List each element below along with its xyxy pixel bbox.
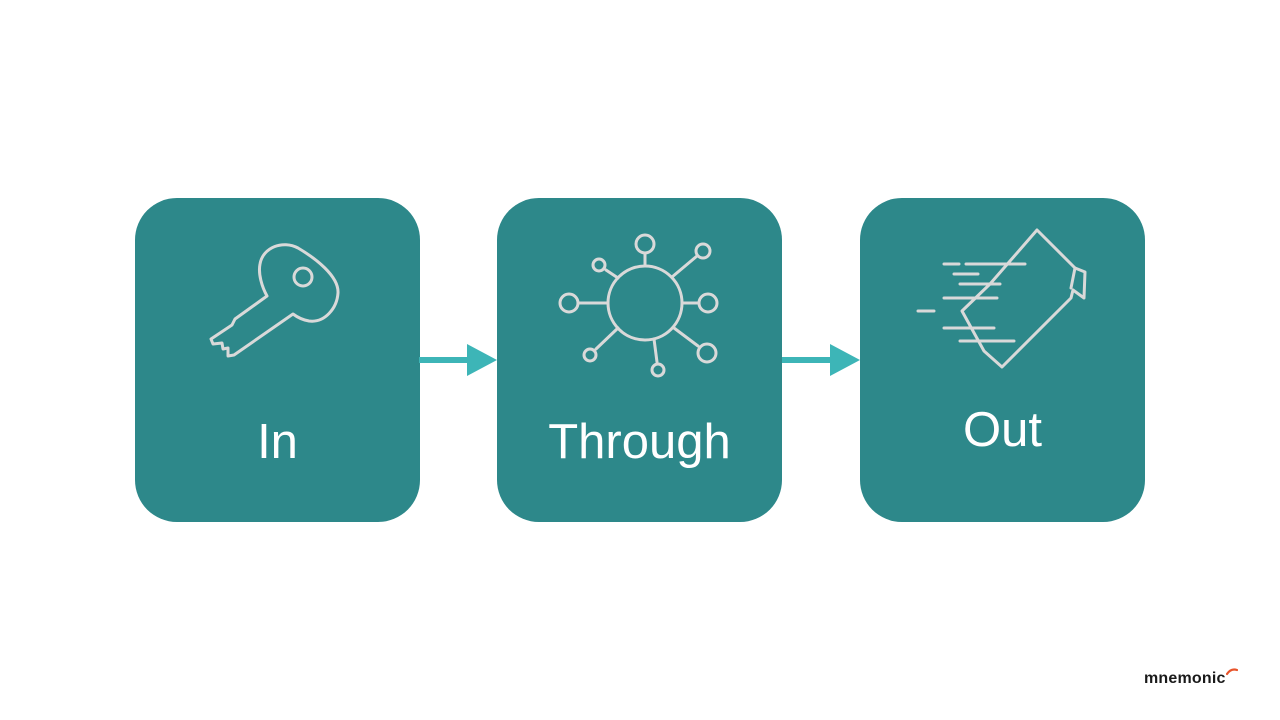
key-icon	[209, 243, 340, 358]
flow-arrow-1	[419, 344, 497, 376]
network-hub-icon	[558, 233, 719, 378]
flow-arrow-2	[782, 344, 860, 376]
mnemonic-logo: mnemonic	[1144, 668, 1244, 692]
logo-accent-icon	[1226, 668, 1238, 676]
step-in-label: In	[257, 415, 298, 469]
step-through-box: Through	[497, 198, 782, 522]
step-through-label: Through	[548, 415, 731, 469]
step-out-box: Out	[860, 198, 1145, 522]
step-in-box: In	[135, 198, 420, 522]
flying-document-icon	[916, 228, 1087, 369]
step-out-label: Out	[963, 403, 1042, 457]
logo-text: mnemonic	[1144, 670, 1226, 687]
